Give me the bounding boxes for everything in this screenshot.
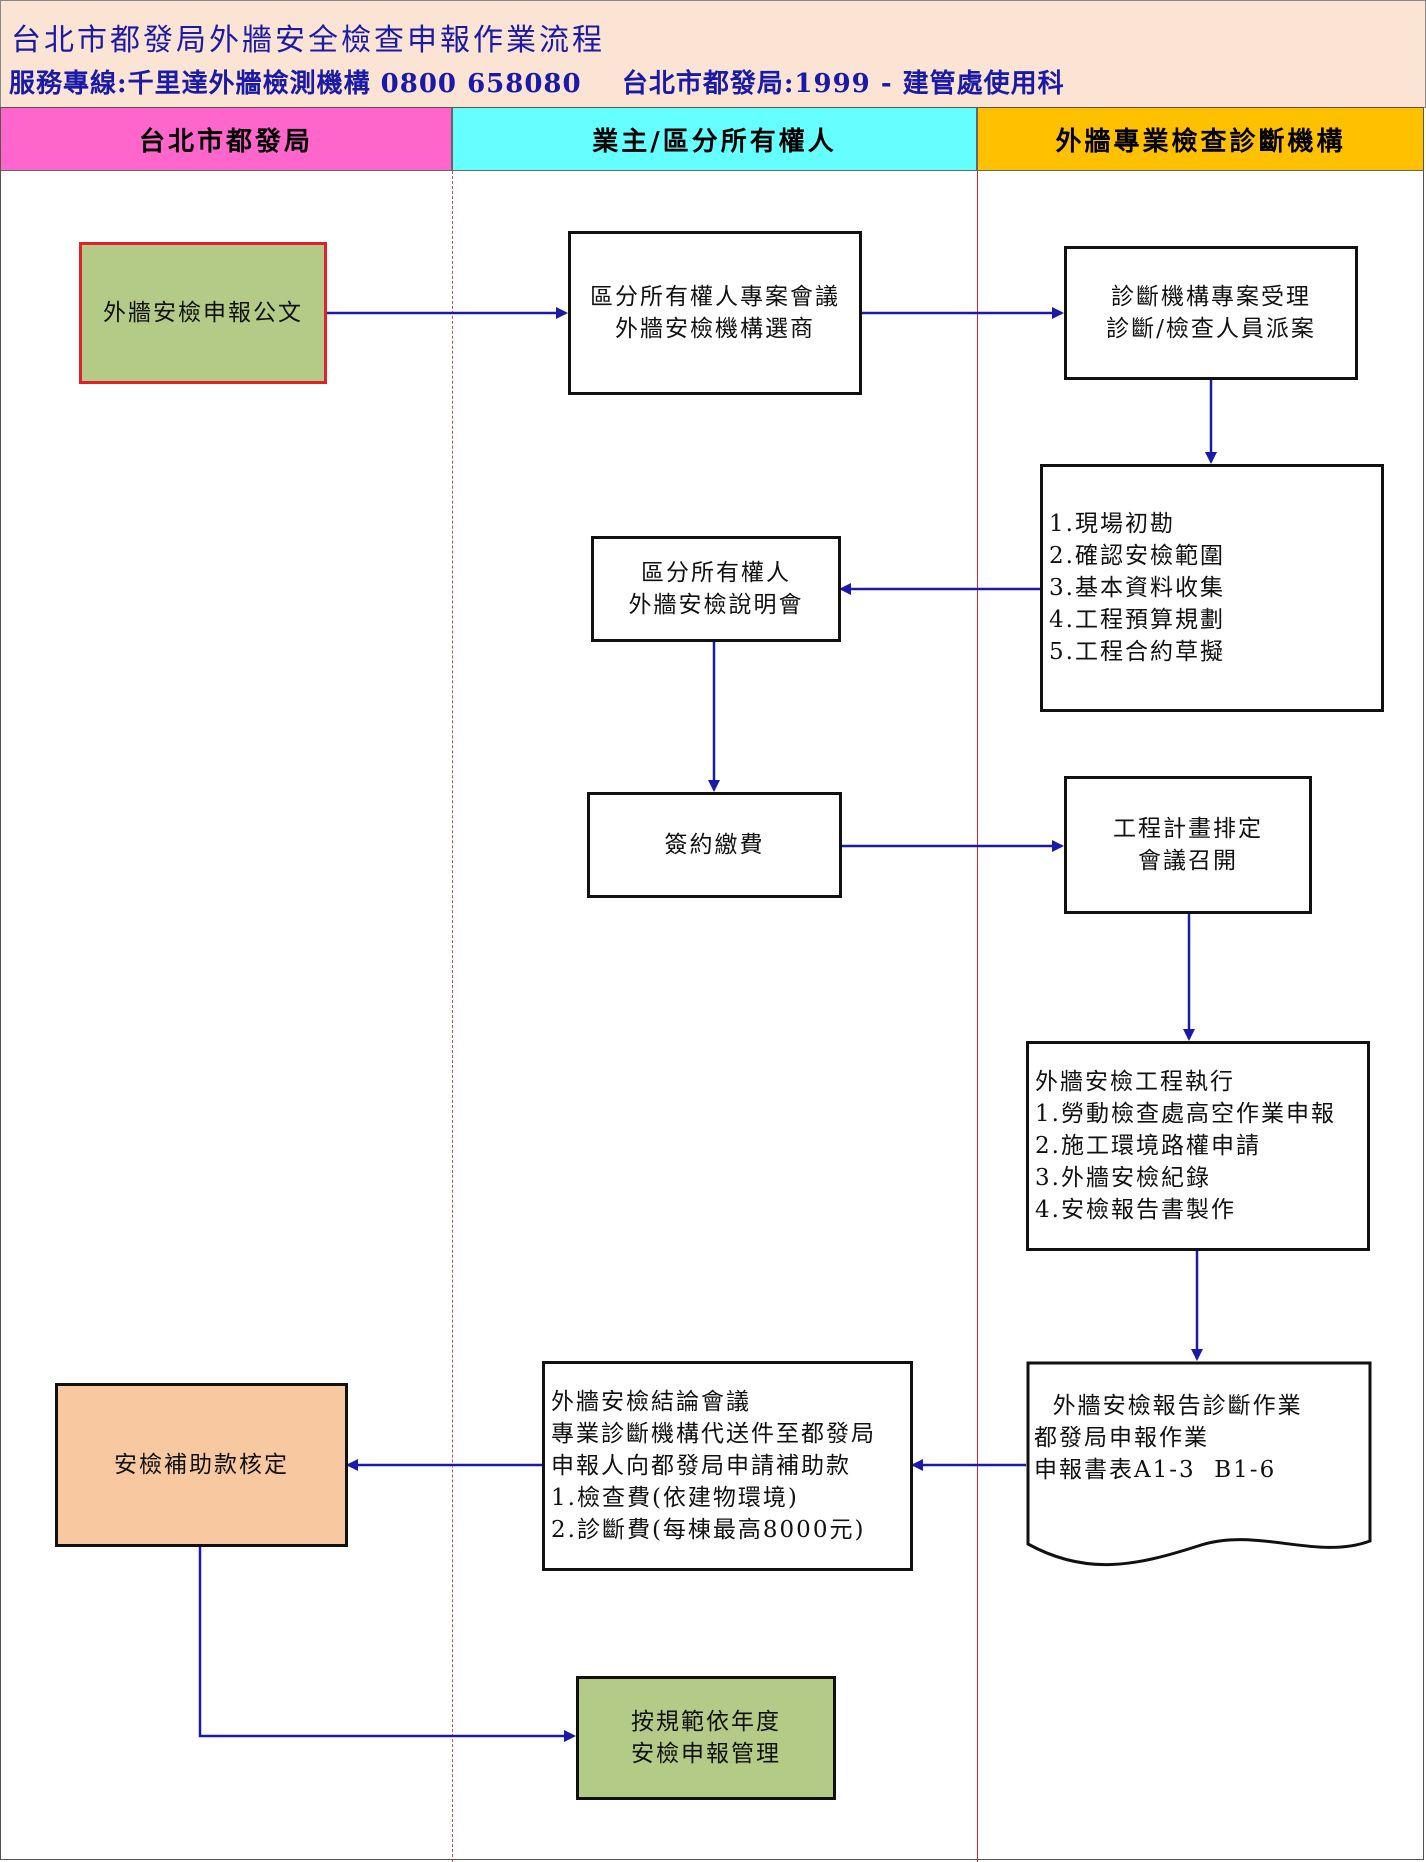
page-title: 台北市都發局外牆安全檢查申報作業流程	[11, 23, 605, 58]
node-report-document	[1026, 1361, 1372, 1567]
service-hotline: 服務專線:千里達外牆檢測機構 0800 658080 台北市都發局:1999 -…	[9, 69, 1065, 99]
node-site-survey: 1.現場初勘 2.確認安檢範圍 3.基本資料收集 4.工程預算規劃 5.工程合約…	[1040, 464, 1384, 712]
node-inspection-execution: 外牆安檢工程執行 1.勞動檢查處高空作業申報 2.施工環境路權申請 3.外牆安檢…	[1026, 1041, 1370, 1251]
lane-divider-2	[977, 171, 978, 1862]
node-owners-meeting: 區分所有權人專案會議 外牆安檢機構選商	[568, 231, 862, 395]
node-owners-briefing: 區分所有權人 外牆安檢說明會	[591, 536, 841, 642]
node-agency-accept: 診斷機構專案受理 診斷/檢查人員派案	[1064, 246, 1358, 380]
node-report-document-text: 外牆安檢報告診斷作業 都發局申報作業 申報書表A1-3 B1-6	[1034, 1393, 1303, 1483]
node-project-schedule: 工程計畫排定 會議召開	[1064, 776, 1312, 914]
node-conclusion-meeting: 外牆安檢結論會議 專業診斷機構代送件至都發局 申報人向都發局申請補助款 1.檢查…	[542, 1361, 913, 1571]
arrow-subsidy-to-annual	[198, 1547, 576, 1742]
lane-header-inspection-agency: 外牆專業檢查診斷機構	[977, 107, 1424, 171]
node-sign-pay: 簽約繳費	[587, 792, 842, 898]
lane-header-city-bureau: 台北市都發局	[0, 107, 452, 171]
lane-divider-1	[452, 171, 453, 1862]
node-annual-management: 按規範依年度 安檢申報管理	[576, 1676, 836, 1800]
header-banner: 台北市都發局外牆安全檢查申報作業流程 服務專線:千里達外牆檢測機構 0800 6…	[0, 0, 1426, 108]
node-inspection-notice: 外牆安檢申報公文	[79, 242, 327, 384]
lane-header-owners: 業主/區分所有權人	[452, 107, 977, 171]
node-subsidy-approval: 安檢補助款核定	[55, 1383, 348, 1547]
